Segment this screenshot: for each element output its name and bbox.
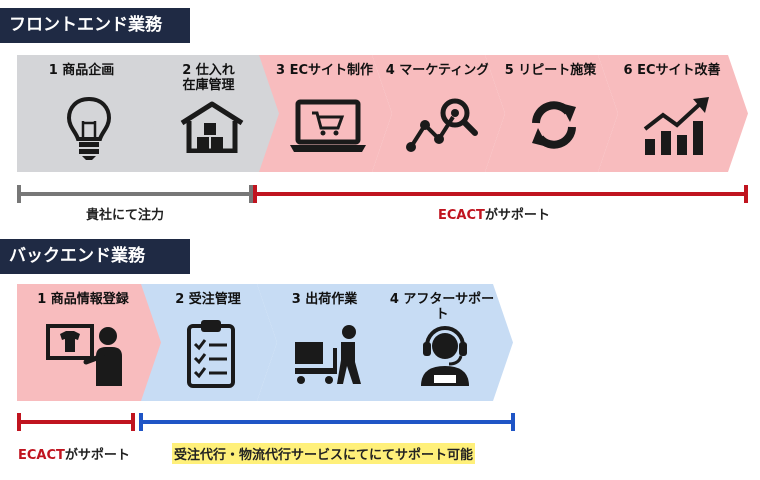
back-step-3: 3 出荷作業: [257, 284, 394, 401]
support-text: がサポート: [64, 448, 130, 463]
analytics-search-icon: [403, 95, 479, 155]
step-label: 3 ECサイト制作: [276, 63, 373, 78]
back-bracket-ecact: [17, 413, 135, 431]
back-step-2: 2 受注管理: [141, 284, 277, 401]
front-step-5: 5 リピート施策: [485, 55, 618, 172]
back-bracket-ecact-label: ECACTがサポート: [18, 444, 130, 463]
ecact-brand-text: ECACT: [18, 448, 65, 463]
front-step-4: 4 マーケティング: [372, 55, 505, 172]
back-step-1: 1 商品情報登録: [17, 284, 163, 401]
front-step-6: 6 ECサイト改善: [598, 55, 748, 172]
front-bracket-client: [17, 185, 253, 203]
lightbulb-icon: [64, 95, 114, 161]
headset-operator-icon: [415, 320, 475, 388]
front-step-1: 1 商品企画: [17, 55, 160, 172]
refresh-cycle-icon: [526, 97, 582, 153]
front-bracket-client-label: 貴社にて注力: [86, 208, 165, 223]
front-step-3: 3 ECサイト制作: [259, 55, 392, 172]
growth-chart-icon: [641, 95, 713, 157]
front-step-2: 2 仕入れ 在庫管理: [138, 55, 281, 172]
product-registration-icon: [46, 322, 126, 388]
step-label: 4 マーケティング: [385, 63, 490, 78]
back-section-title: バックエンド業務: [0, 239, 190, 274]
front-bracket-ecact: [253, 185, 748, 203]
laptop-cart-icon: [288, 99, 368, 155]
step-label: 4 アフターサポート: [389, 292, 495, 322]
back-step-4: 4 アフターサポート: [373, 284, 513, 401]
ecact-brand-text: ECACT: [438, 208, 485, 223]
front-bracket-ecact-label: ECACTがサポート: [438, 204, 550, 223]
step-label: 3 出荷作業: [291, 292, 358, 307]
step-label: 6 ECサイト改善: [623, 63, 721, 78]
back-bracket-fulfillment: [139, 413, 515, 431]
step-label: 2 受注管理: [175, 292, 241, 307]
shipping-worker-icon: [291, 324, 365, 386]
step-label: 1 商品情報登録: [37, 292, 129, 307]
back-bracket-fulfillment-label: 受注代行・物流代行サービスにてにてサポート可能: [172, 443, 476, 464]
step-label: 2 仕入れ 在庫管理: [182, 63, 235, 93]
step-label: 5 リピート施策: [504, 63, 597, 78]
warehouse-icon: [179, 101, 245, 153]
clipboard-checklist-icon: [185, 318, 237, 390]
front-section-title: フロントエンド業務: [0, 8, 190, 43]
step-label: 1 商品企画: [48, 63, 115, 78]
support-text: がサポート: [484, 208, 550, 223]
